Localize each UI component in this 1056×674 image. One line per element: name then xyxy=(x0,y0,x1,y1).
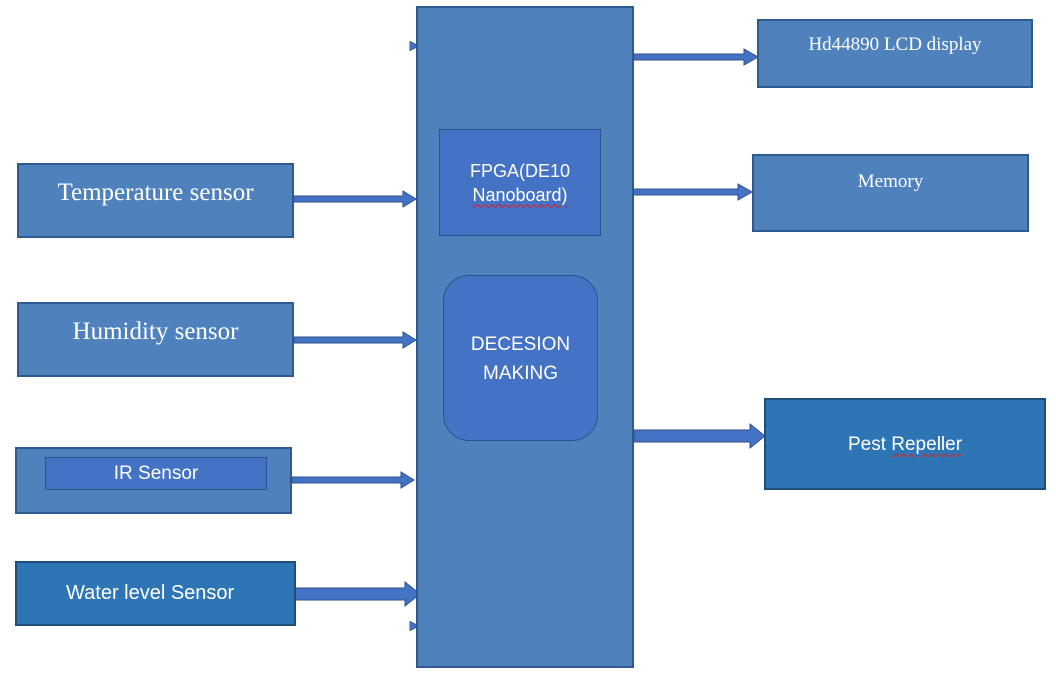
lcd-display-label: Hd44890 LCD display xyxy=(808,34,982,55)
pest-repeller-word2: Repeller xyxy=(891,434,963,455)
memory-label: Memory xyxy=(857,171,924,192)
arrow-humidity-to-controller xyxy=(293,331,417,349)
arrow-water-level-to-controller xyxy=(289,580,421,608)
ir-sensor-inner-block: IR Sensor xyxy=(45,457,267,490)
memory-block: Memory xyxy=(752,154,1029,232)
water-level-sensor-label: Water level Sensor xyxy=(66,582,235,604)
fpga-block: FPGA(DE10 Nanoboard) xyxy=(439,129,601,236)
decision-making-label-line1: DECESION xyxy=(470,334,571,355)
humidity-sensor-block: Humidity sensor xyxy=(17,302,294,377)
arrow-temperature-to-controller xyxy=(293,190,417,208)
ir-sensor-label: IR Sensor xyxy=(113,462,199,484)
humidity-sensor-label: Humidity sensor xyxy=(72,318,239,345)
arrow-controller-to-lcd xyxy=(633,48,760,66)
fpga-label-line1: FPGA(DE10 xyxy=(469,160,571,181)
arrow-controller-to-pest-repeller xyxy=(633,422,766,450)
pest-repeller-label: Pest Repeller xyxy=(848,434,962,456)
decision-making-block: DECESION MAKING xyxy=(443,275,598,441)
decision-making-label-line2: MAKING xyxy=(483,363,558,384)
water-level-sensor-block: Water level Sensor xyxy=(15,561,296,626)
arrow-controller-to-memory xyxy=(631,183,754,201)
arrow-ir-to-controller xyxy=(291,471,415,489)
fpga-label-line2: Nanoboard) xyxy=(472,184,568,205)
lcd-display-block: Hd44890 LCD display xyxy=(757,19,1033,88)
pest-repeller-word1: Pest xyxy=(847,434,886,455)
temperature-sensor-label: Temperature sensor xyxy=(57,179,254,206)
temperature-sensor-block: Temperature sensor xyxy=(17,163,294,238)
pest-repeller-block: Pest Repeller xyxy=(764,398,1046,490)
